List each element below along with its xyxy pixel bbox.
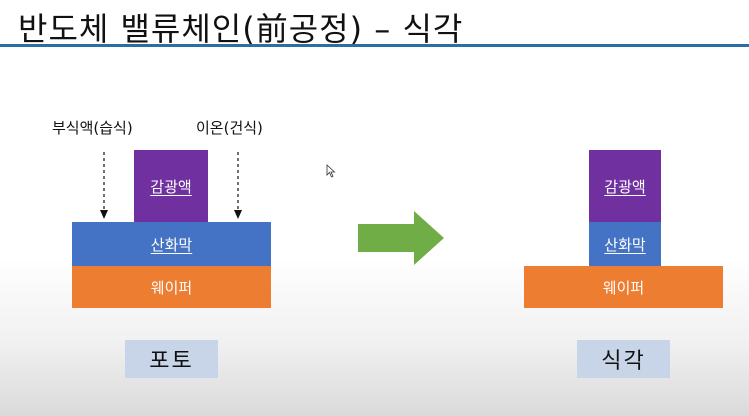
- oxide-layer: 산화막: [72, 222, 271, 266]
- wafer-layer: 웨이퍼: [72, 266, 271, 308]
- right-arrow-icon: [358, 211, 444, 265]
- etch-caption: 식각: [577, 340, 670, 378]
- oxide-layer: 산화막: [589, 222, 661, 266]
- oxide-label: 산화막: [150, 235, 193, 254]
- photoresist-block: 감광액: [589, 150, 661, 222]
- photoresist-label: 감광액: [150, 177, 192, 196]
- wafer-label: 웨이퍼: [602, 278, 645, 297]
- arrow-down-icon: [234, 152, 242, 219]
- mouse-cursor-icon: [326, 164, 336, 178]
- title-rule: [0, 44, 749, 47]
- photo-caption: 포토: [125, 340, 218, 378]
- wet-etch-label: 부식액(습식): [52, 119, 133, 137]
- oxide-label: 산화막: [604, 235, 646, 254]
- arrow-down-icon: [100, 152, 108, 219]
- wafer-layer: 웨이퍼: [524, 266, 723, 308]
- dry-etch-label: 이온(건식): [196, 119, 263, 137]
- page-title: 반도체 밸류체인(前공정) – 식각: [18, 10, 464, 48]
- wafer-label: 웨이퍼: [150, 278, 193, 297]
- photoresist-block: 감광액: [134, 150, 208, 222]
- photoresist-label: 감광액: [604, 177, 646, 196]
